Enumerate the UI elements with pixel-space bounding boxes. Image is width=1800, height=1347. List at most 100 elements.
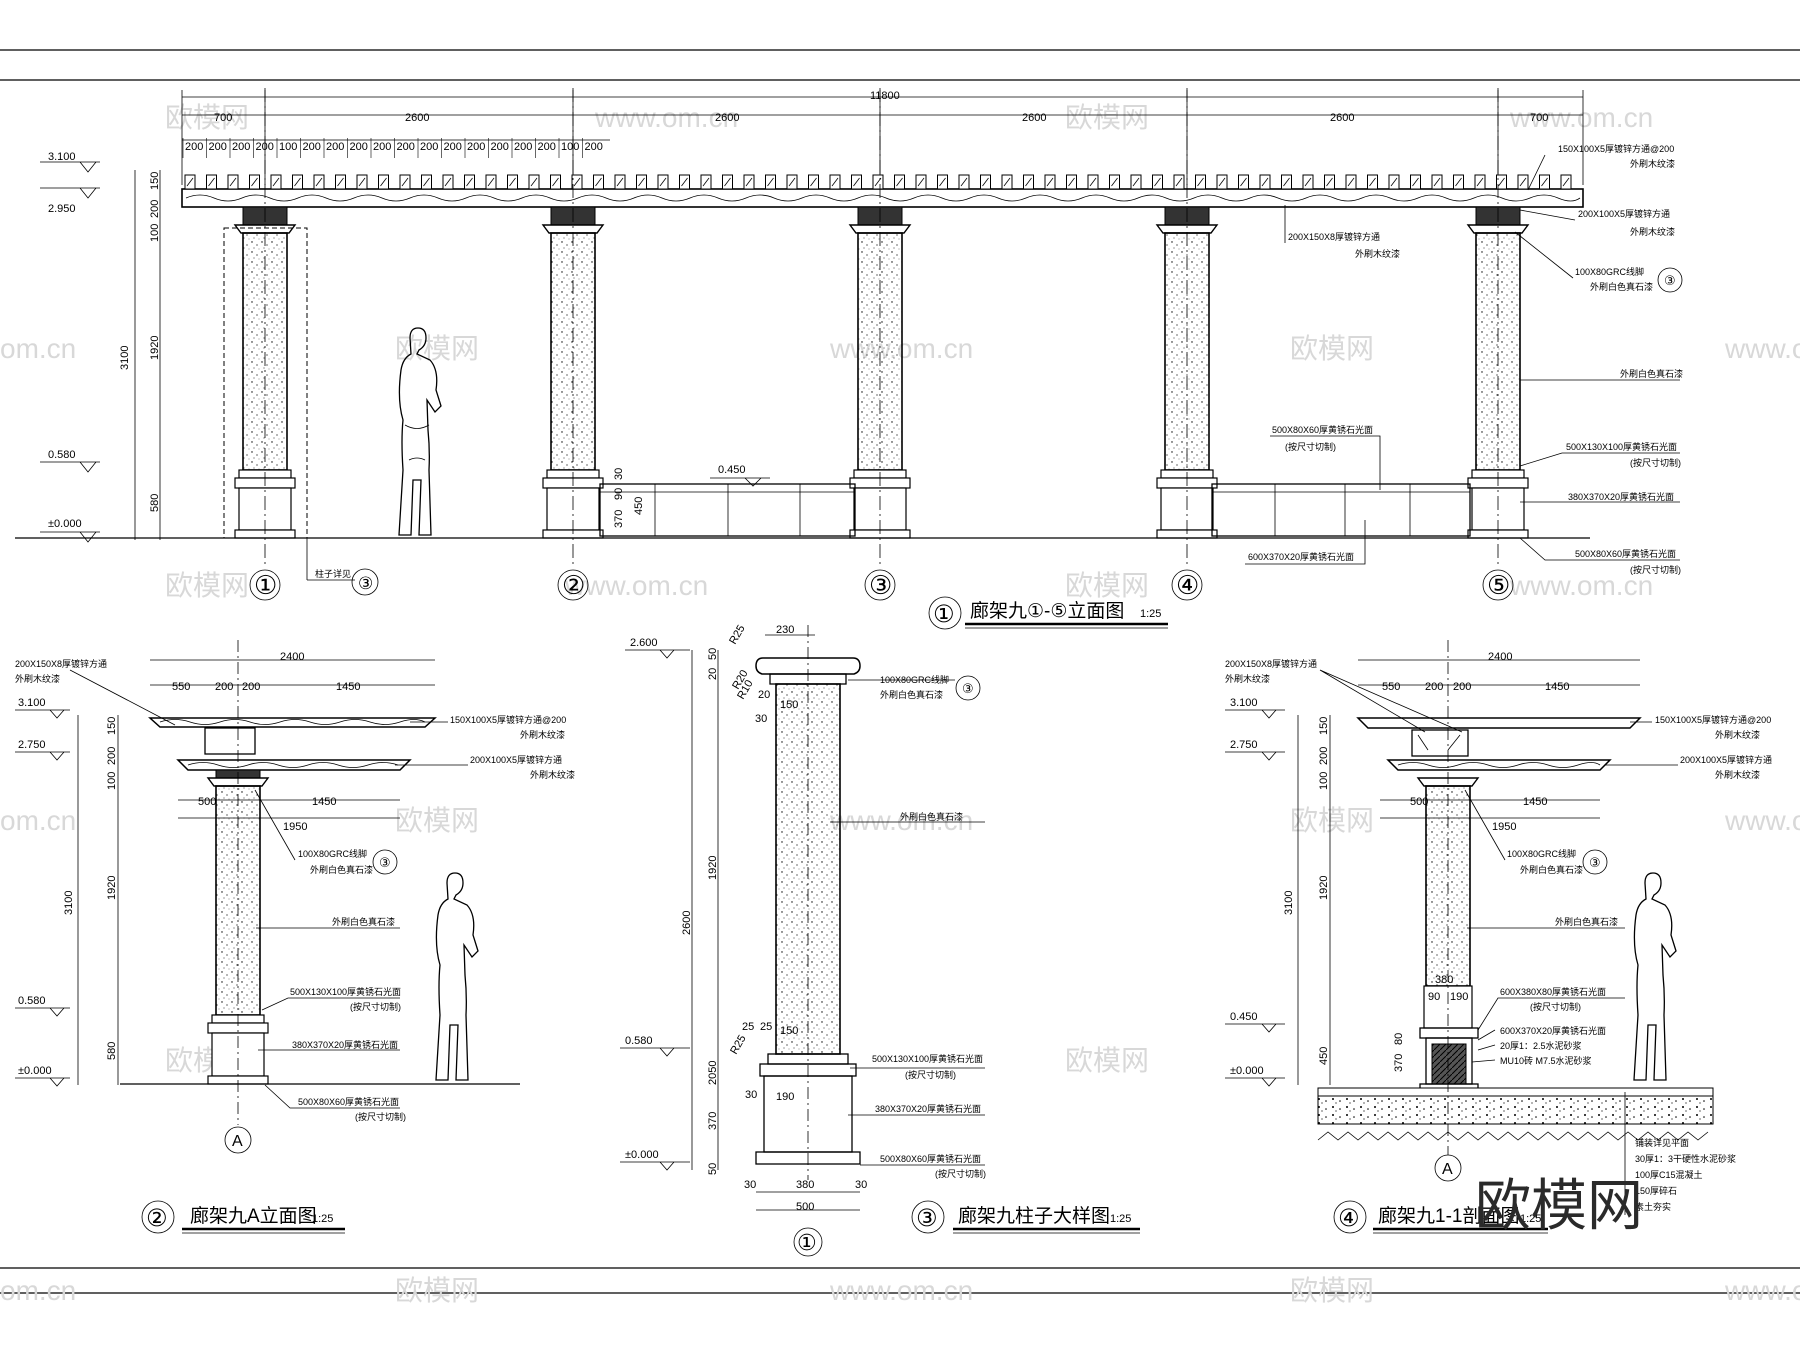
drawing-label: 外刷白色真石漆 (1590, 281, 1653, 292)
drawing-label: 370 (613, 510, 625, 528)
drawing-label: 2600 (1330, 112, 1354, 124)
drawing-label: ④ (1338, 1205, 1360, 1232)
drawing-label: 80 (1393, 1033, 1405, 1045)
view3-title: ③ 廊架九柱子大样图 1:25 (911, 1200, 1140, 1234)
view1-title: ① 廊架九①-⑤立面图 1:25 (928, 596, 1168, 630)
drawing-label: 100厚C15混凝土 (1635, 1169, 1703, 1180)
drawing-label: 1920 (1318, 876, 1330, 900)
view1-levels: 3.100 2.950 0.580 ±0.000 0.450 (40, 151, 770, 543)
drawing-label: 20 (707, 668, 719, 680)
drawing-label: 100X80GRC线脚 (1507, 848, 1576, 859)
drawing-label: 200X150X8厚镀锌方通 (1225, 658, 1317, 669)
drawing-label: 380X370X20厚黄锈石光面 (875, 1103, 981, 1114)
view1-notes: 150X100X5厚镀锌方通@200 外刷木纹漆 200X100X5厚镀锌方通 … (1245, 143, 1683, 575)
drawing-label: 380X370X20厚黄锈石光面 (292, 1039, 398, 1050)
drawing-label: 700 (1530, 112, 1548, 124)
drawing-label: 200X100X5厚镀锌方通 (470, 754, 562, 765)
drawing-label: 200 (242, 681, 260, 693)
drawing-label: ③ (379, 855, 391, 870)
purlin-spacing-label: 200 (350, 141, 368, 153)
drawing-label: (按尺寸切制) (905, 1069, 956, 1080)
drawing-label: 2.950 (48, 203, 76, 215)
drawing-label: 1:25 (1110, 1213, 1131, 1225)
drawing-label: ③ (962, 681, 974, 696)
drawing-label: 外刷白色真石漆 (900, 811, 963, 822)
brand-watermark: 欧模网 (1475, 1174, 1643, 1237)
drawing-label: 欧模网 (1290, 805, 1374, 836)
drawing-label: 外刷白色真石漆 (332, 916, 395, 927)
drawing-label: 100 (1318, 772, 1330, 790)
drawing-label: 20 (758, 689, 770, 701)
drawing-label: ±0.000 (48, 518, 82, 530)
drawing-label: (按尺寸切制) (350, 1001, 401, 1012)
purlin-spacing-label: 200 (538, 141, 556, 153)
drawing-label: www.om.cn (1724, 333, 1800, 364)
drawing-label: (按尺寸切制) (1630, 457, 1681, 468)
view1-top-beam (181, 174, 1584, 208)
drawing-label: 30 (744, 1179, 756, 1191)
drawing-label: 600X370X20厚黄锈石光面 (1248, 551, 1354, 562)
drawing-label: 1950 (1492, 821, 1516, 833)
purlin-spacing-label: 200 (326, 141, 344, 153)
purlin-spacing-label: 200 (491, 141, 509, 153)
drawing-label: MU10砖 M7.5水泥砂浆 (1500, 1055, 1592, 1066)
drawing-label: 3.100 (1230, 697, 1258, 709)
drawing-label: 欧模网 (395, 1275, 479, 1306)
drawing-label: ① (797, 1230, 817, 1255)
drawing-label: 外刷白色真石漆 (880, 689, 943, 700)
view3-notes: 100X80GRC线脚 外刷白色真石漆 ③ 外刷白色真石漆 500X130X10… (830, 674, 986, 1179)
view1-bench: 30 90 370 450 (599, 468, 1471, 537)
drawing-label: 30厚1：3干硬性水泥砂浆 (1635, 1153, 1736, 1164)
drawing-label: 150X100X5厚镀锌方通@200 (450, 714, 566, 725)
drawing-label: 1450 (1545, 681, 1569, 693)
drawing-label: 450 (633, 497, 645, 515)
drawing-label: 素土夯实 (1635, 1201, 1671, 1212)
view4-title: ④ 廊架九1-1剖面图 1:25 (1333, 1200, 1548, 1234)
drawing-label: 200 (1453, 681, 1471, 693)
drawing-label: 50 (707, 648, 719, 660)
drawing-label: 100X80GRC线脚 (880, 674, 949, 685)
drawing-label: 100X80GRC线脚 (298, 848, 367, 859)
drawing-label: A (232, 1133, 243, 1150)
drawing-label: 外刷木纹漆 (15, 673, 60, 684)
drawing-label: 30 (755, 713, 767, 725)
drawing-label: 200 (149, 200, 161, 218)
drawing-label: 100 (149, 224, 161, 242)
drawing-label: 500X80X60厚黄锈石光面 (880, 1153, 981, 1164)
view1-detail-box (223, 227, 308, 539)
drawing-label: 200 (106, 747, 118, 765)
axis-label-5: ⑤ (1487, 570, 1510, 600)
drawing-label: 700 (214, 112, 232, 124)
drawing-label: 550 (1382, 681, 1400, 693)
drawing-label: 外刷木纹漆 (1225, 673, 1270, 684)
view2-elevation: 2400 550 200 200 1450 500 1450 1950 3100… (15, 640, 575, 1234)
drawing-label: 190 (776, 1091, 794, 1103)
drawing-label: ±0.000 (1230, 1065, 1264, 1077)
purlin-spacing-label: 100 (279, 141, 297, 153)
drawing-label: 30 (613, 468, 625, 480)
purlin-spacing-label: 200 (420, 141, 438, 153)
drawing-label: 190 (1450, 991, 1468, 1003)
drawing-label: 欧模网 (165, 102, 249, 133)
drawing-label: 200 (215, 681, 233, 693)
drawing-label: 欧模网 (395, 333, 479, 364)
drawing-label: 600X380X80厚黄锈石光面 (1500, 986, 1606, 997)
purlin-spacing-label: 200 (185, 141, 203, 153)
drawing-label: 50 (707, 1163, 719, 1175)
drawing-label: 500X80X60厚黄锈石光面 (298, 1096, 399, 1107)
purlin-spacing-label: 200 (444, 141, 462, 153)
drawing-label: 3100 (119, 346, 131, 370)
drawing-label: 1450 (336, 681, 360, 693)
drawing-label: 580 (149, 494, 161, 512)
drawing-label: 600X370X20厚黄锈石光面 (1500, 1025, 1606, 1036)
drawing-label: 150厚碎石 (1635, 1185, 1677, 1196)
drawing-label: 0.580 (48, 449, 76, 461)
drawing-label: 外刷木纹漆 (1630, 158, 1675, 169)
drawing-label: 150X100X5厚镀锌方通@200 (1655, 714, 1771, 725)
drawing-label: ±0.000 (18, 1065, 52, 1077)
drawing-label: 380 (796, 1179, 814, 1191)
axis-label-4: ④ (1176, 570, 1199, 600)
drawing-label: 欧模网 (1065, 1045, 1149, 1076)
drawing-label: 1450 (312, 796, 336, 808)
drawing-label: 1:25 (1520, 1213, 1541, 1225)
